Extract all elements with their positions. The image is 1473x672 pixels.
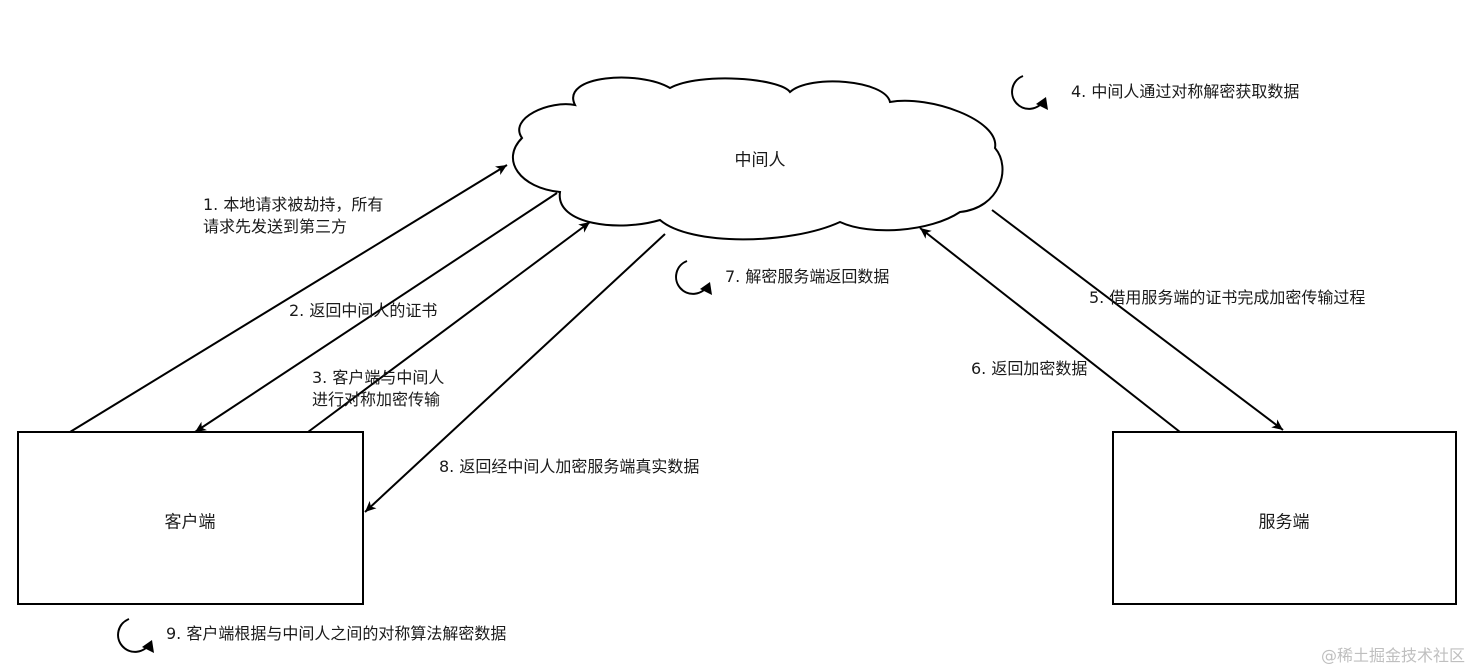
step-2-label: 2. 返回中间人的证书 [289,301,438,320]
loop-icon-step-4 [1011,75,1048,110]
step-8-label: 8. 返回经中间人加密服务端真实数据 [439,457,700,476]
loop-icon-step-7 [675,260,712,295]
loop-icon-step-9 [117,618,154,653]
step-1-label-line2: 请求先发送到第三方 [203,217,348,236]
server-box [1112,431,1457,605]
arrow-step-8 [364,233,666,513]
step-3-label-line1: 3. 客户端与中间人 [312,368,445,387]
middleman-label: 中间人 [734,150,786,171]
server-label: 服务端 [1258,512,1310,533]
client-box [17,431,364,605]
step-1-label-line1: 1. 本地请求被劫持，所有 [203,195,384,214]
step-9-label: 9. 客户端根据与中间人之间的对称算法解密数据 [166,624,507,643]
client-label: 客户端 [164,512,216,533]
step-4-label: 4. 中间人通过对称解密获取数据 [1071,82,1300,101]
arrow-step-1 [69,164,508,433]
step-3-label-line2: 进行对称加密传输 [312,390,441,409]
arrow-step-3 [307,221,591,433]
watermark: @稀土掘金技术社区 [1320,646,1465,665]
middleman-cloud [511,76,1004,241]
arrow-step-6 [919,227,1181,433]
arrow-step-2 [194,192,558,433]
step-6-label: 6. 返回加密数据 [971,359,1088,378]
step-5-label: 5. 借用服务端的证书完成加密传输过程 [1089,288,1366,307]
arrow-step-5 [991,209,1284,431]
step-7-label: 7. 解密服务端返回数据 [725,267,890,286]
